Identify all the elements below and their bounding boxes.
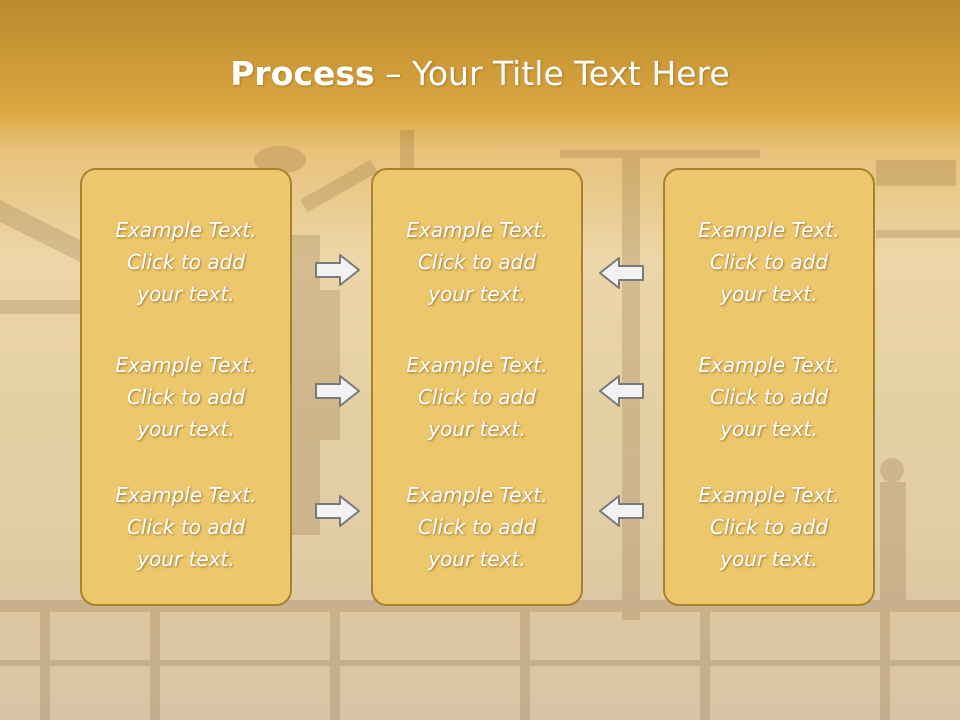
- panel-text[interactable]: Example Text. Click to add your text.: [698, 483, 840, 571]
- panel-text[interactable]: Example Text. Click to add your text.: [406, 218, 548, 306]
- panel-text[interactable]: Example Text. Click to add your text.: [115, 483, 257, 571]
- panel-text[interactable]: Example Text. Click to add your text.: [115, 218, 257, 306]
- process-panel-right[interactable]: Example Text. Click to add your text. Ex…: [663, 168, 875, 606]
- panel-text[interactable]: Example Text. Click to add your text.: [406, 483, 548, 571]
- right-arrow-icon: [315, 495, 360, 527]
- process-panel-center[interactable]: Example Text. Click to add your text. Ex…: [371, 168, 583, 606]
- slide-title[interactable]: Process – Your Title Text Here: [0, 52, 960, 96]
- process-panel-left[interactable]: Example Text. Click to add your text. Ex…: [80, 168, 292, 606]
- panel-text[interactable]: Example Text. Click to add your text.: [698, 353, 840, 441]
- right-arrow-icon: [315, 254, 360, 286]
- left-arrow-icon: [599, 375, 644, 407]
- panel-text[interactable]: Example Text. Click to add your text.: [406, 353, 548, 441]
- panel-text[interactable]: Example Text. Click to add your text.: [115, 353, 257, 441]
- panel-text[interactable]: Example Text. Click to add your text.: [698, 218, 840, 306]
- right-arrow-icon: [315, 375, 360, 407]
- left-arrow-icon: [599, 495, 644, 527]
- left-arrow-icon: [599, 257, 644, 289]
- title-rest: – Your Title Text Here: [374, 54, 730, 93]
- title-bold: Process: [230, 54, 375, 93]
